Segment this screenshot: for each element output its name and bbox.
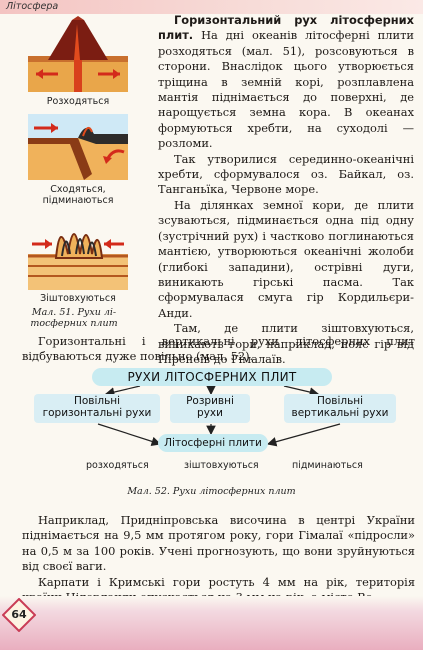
- figure-51: Розходяться Сходяться, підминаються Зішт…: [0, 14, 156, 334]
- page-number: 64: [11, 608, 27, 621]
- right-column-text: Горизонтальний рух літосферних плит. На …: [158, 13, 414, 367]
- figure-52-diagram: РУХИ ЛІТОСФЕРНИХ ПЛИТ Повільні горизонта…: [0, 364, 423, 497]
- caption-line-1: Мал. 51. Рухи лі-: [31, 307, 117, 318]
- diverging-plates-illustration: [28, 16, 128, 92]
- collide-diagram-label: зіштовхуються: [184, 460, 259, 471]
- lithospheric-plates-box: Літосферні плити: [158, 434, 268, 452]
- vertical-box-line-1: Повільні: [316, 395, 364, 407]
- paragraph-3: На ділянках земної кори, де плити зсуваю…: [158, 197, 414, 320]
- colliding-plates-illustration: [28, 233, 128, 290]
- paragraph-5: Горизонтальні і вертикальні рухи літосфе…: [22, 334, 415, 364]
- vertical-movements-box: Повільні вертикальні рухи: [284, 394, 396, 423]
- fault-movements-box: Розривні рухи: [170, 394, 250, 423]
- paragraph-1: На дні океанів літосферні плити розходят…: [158, 28, 414, 151]
- fault-box-line-2: рухи: [197, 407, 223, 419]
- full-width-text-top: Горизонтальні і вертикальні рухи літосфе…: [22, 334, 415, 365]
- vertical-box-line-2: вертикальні рухи: [291, 407, 389, 419]
- diverge-diagram-label: розходяться: [86, 460, 149, 471]
- diagram-title: РУХИ ЛІТОСФЕРНИХ ПЛИТ: [92, 368, 332, 386]
- footer-band: [0, 596, 423, 650]
- figure-51-caption: Мал. 51. Рухи лі- тосферних плит: [14, 307, 134, 329]
- diverge-label: Розходяться: [46, 96, 110, 107]
- collide-label: Зіштовхуються: [40, 293, 116, 304]
- full-width-text-bottom: Наприклад, Придніпровська височина в цен…: [22, 513, 415, 605]
- horizontal-box-line-1: Повільні: [73, 395, 121, 407]
- caption-line-2: тосферних плит: [30, 318, 118, 329]
- page-number-badge-shape: [2, 598, 36, 632]
- paragraph-2: Так утворилися серединно-океанічні хребт…: [158, 151, 414, 197]
- subduct-label-2: підминаються: [42, 195, 114, 206]
- subduct-diagram-label: підминаються: [292, 460, 363, 471]
- paragraph-6: Наприклад, Придніпровська височина в цен…: [22, 513, 415, 574]
- subducting-plates-illustration: [28, 114, 128, 180]
- header-strip: Літосфера: [0, 0, 423, 14]
- horizontal-box-line-2: горизонтальні рухи: [42, 407, 152, 419]
- subduct-label-1: Сходяться,: [50, 184, 106, 195]
- fault-box-line-1: Розривні: [186, 395, 234, 407]
- paragraph-4: Там, де плити зіштовхуються, виникають г…: [158, 321, 414, 366]
- horizontal-movements-box: Повільні горизонтальні рухи: [34, 394, 160, 423]
- diagram-arrows: [97, 385, 341, 447]
- page-number-badge: 64: [2, 598, 36, 632]
- running-title: Літосфера: [6, 1, 59, 12]
- figure-52-caption: Мал. 52. Рухи літосферних плит: [127, 486, 296, 497]
- section-heading: Горизонтальний рух літосферних плит.: [158, 13, 414, 43]
